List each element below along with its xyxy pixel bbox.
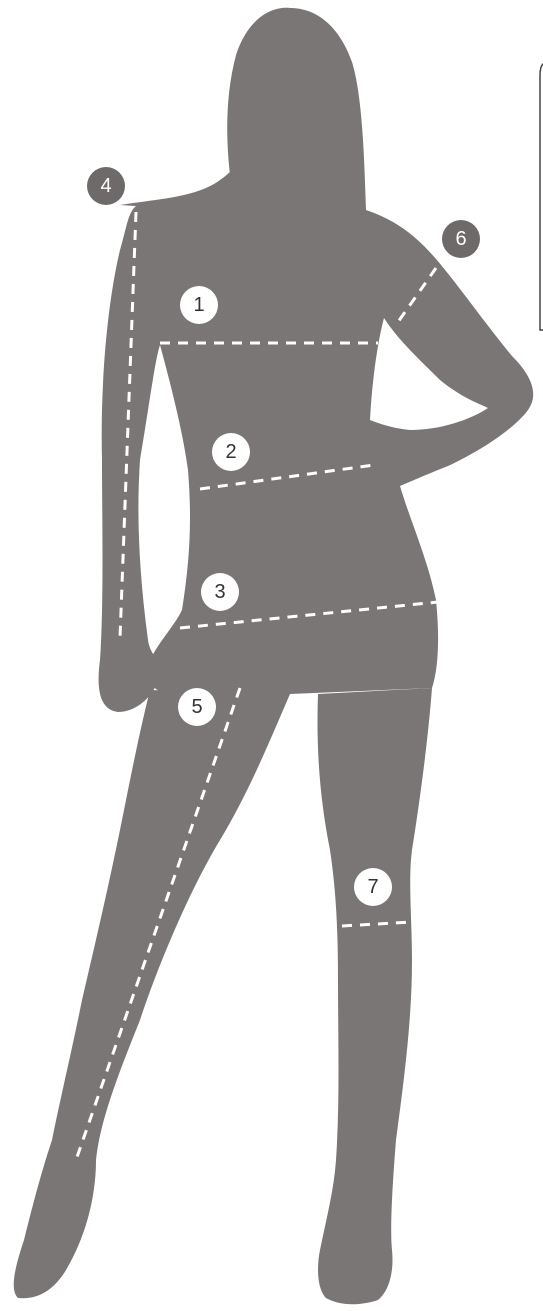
marker-4-badge: 4 <box>87 167 125 205</box>
silhouette <box>14 8 533 1304</box>
marker-1-label: 1 <box>193 294 204 316</box>
left-leg-shape <box>14 690 290 1298</box>
marker-1-badge: 1 <box>180 286 218 324</box>
marker-2-badge: 2 <box>212 433 250 471</box>
marker-5-label: 5 <box>191 696 202 718</box>
marker-2-label: 2 <box>225 441 236 463</box>
marker-6-label: 6 <box>455 228 466 250</box>
marker-7-label: 7 <box>367 876 378 898</box>
right-leg-shape <box>318 688 433 1304</box>
marker-7-badge: 7 <box>354 868 392 906</box>
marker-3-label: 3 <box>214 581 225 603</box>
marker-3-badge: 3 <box>201 573 239 611</box>
marker-5-badge: 5 <box>178 688 216 726</box>
marker-4-label: 4 <box>100 175 111 197</box>
marker-6-badge: 6 <box>442 220 480 258</box>
